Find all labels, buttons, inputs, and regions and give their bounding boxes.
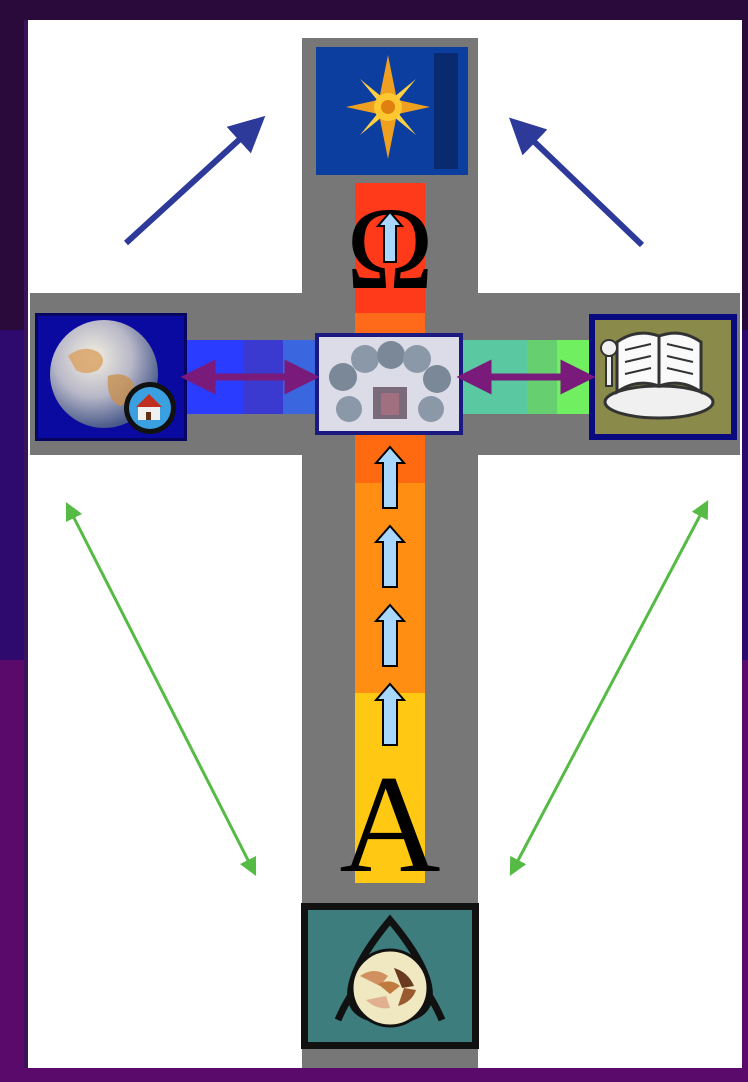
figures-graphic bbox=[319, 337, 459, 431]
book-background bbox=[595, 320, 731, 434]
blue-arrow-right bbox=[509, 117, 645, 248]
globe-graphic bbox=[50, 320, 176, 434]
book-graphic bbox=[600, 331, 715, 420]
alpha-letter: A bbox=[339, 747, 441, 902]
up-arrow-3 bbox=[373, 603, 407, 667]
globe-with-church-icon bbox=[35, 313, 187, 441]
hands-circle-icon bbox=[301, 903, 479, 1049]
green-double-arrow-left bbox=[65, 501, 257, 877]
up-arrow-group bbox=[373, 210, 407, 746]
up-arrow-1 bbox=[373, 445, 407, 509]
panel-border bbox=[24, 20, 28, 1068]
open-book-icon bbox=[589, 314, 737, 440]
green-double-arrow-right bbox=[509, 500, 709, 876]
up-arrow-omega bbox=[375, 210, 405, 263]
gathered-figures-icon bbox=[315, 333, 463, 435]
up-arrow-2 bbox=[373, 524, 407, 588]
blue-arrow-left bbox=[123, 115, 266, 246]
up-arrow-4 bbox=[373, 682, 407, 746]
sun-compass-graphic bbox=[346, 53, 458, 169]
sun-compass-icon bbox=[316, 47, 468, 175]
hands-graphic bbox=[334, 914, 446, 1028]
